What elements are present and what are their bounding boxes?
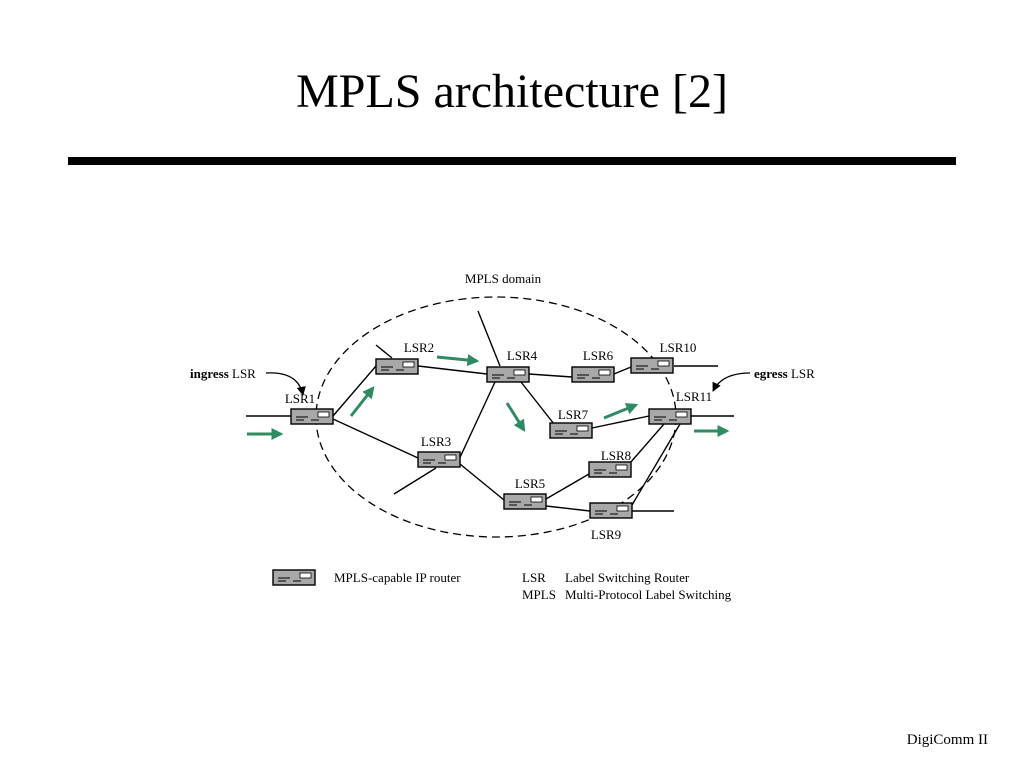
legend-abbr-mpls: MPLS — [522, 587, 556, 602]
router-lsr1-icon — [290, 408, 334, 425]
router-lsr7-icon — [549, 422, 593, 439]
legend-meaning-mpls: Multi-Protocol Label Switching — [565, 587, 732, 602]
footer-label: DigiComm II — [906, 732, 988, 748]
egress-label-rest: LSR — [791, 366, 815, 381]
label-lsr9: LSR9 — [591, 527, 621, 542]
router-lsr6-icon — [571, 366, 615, 383]
legend-abbr-lsr: LSR — [522, 570, 546, 585]
label-lsr6: LSR6 — [583, 348, 614, 363]
link-lsr4-lsr6 — [528, 373, 573, 378]
label-lsr4: LSR4 — [507, 348, 538, 363]
ingress-label-rest: LSR — [232, 366, 256, 381]
label-lsr3: LSR3 — [421, 434, 451, 449]
flow-arrow-lsr4-lsr7-icon — [505, 402, 526, 433]
flow-arrow-lsr7-lsr11-icon — [603, 403, 639, 420]
label-lsr8: LSR8 — [601, 448, 631, 463]
link-lsr1-lsr3 — [332, 418, 419, 459]
link-lsr6-lsr10 — [613, 366, 632, 375]
legend-meaning-lsr: Label Switching Router — [565, 570, 690, 585]
link-lsr4-lsr7 — [520, 381, 555, 425]
link-lsr2-lsr4 — [417, 365, 488, 375]
label-lsr11: LSR11 — [676, 389, 712, 404]
label-lsr7: LSR7 — [558, 407, 589, 422]
slide-title: MPLS architecture [2] — [296, 65, 728, 118]
egress-pointer-arrow — [712, 372, 751, 392]
links — [246, 310, 734, 512]
router-lsr8-icon — [588, 461, 632, 478]
link-lsr3-lsr5 — [459, 463, 505, 501]
router-lsr4-icon — [486, 366, 530, 383]
flow-arrow-lsr1-lsr2-icon — [349, 386, 375, 417]
router-lsr9-icon — [589, 502, 633, 519]
flow-arrow-lsr2-lsr4-icon — [436, 354, 480, 367]
ingress-pointer-arrow — [265, 372, 306, 396]
link-lsr5-lsr8 — [545, 473, 590, 500]
link-lsr11-lsr9 — [631, 423, 681, 506]
router-lsr2-icon — [375, 358, 419, 375]
link-lsr4-lsr3 — [455, 381, 496, 467]
label-lsr10: LSR10 — [660, 340, 697, 355]
link-lsr3-external — [393, 467, 437, 495]
mpls-domain-label: MPLS domain — [465, 271, 542, 286]
label-lsr5: LSR5 — [515, 476, 545, 491]
link-lsr7-lsr11 — [591, 415, 650, 429]
egress-label: egress LSR — [754, 366, 815, 381]
link-lsr1-lsr2 — [332, 365, 377, 417]
link-lsr2-external — [375, 344, 393, 359]
label-lsr1: LSR1 — [285, 391, 315, 406]
mpls-domain-boundary — [315, 296, 677, 538]
legend-router-icon — [272, 569, 316, 586]
router-lsr10-icon — [630, 357, 674, 374]
router-lsr3-icon — [417, 451, 461, 468]
router-lsr11-icon — [648, 408, 692, 425]
router-lsr5-icon — [503, 493, 547, 510]
traffic-flow-arrows — [247, 354, 730, 440]
egress-label-bold: egress — [754, 366, 788, 381]
label-lsr2: LSR2 — [404, 340, 434, 355]
ingress-label: ingress LSR — [190, 366, 256, 381]
link-lsr5-lsr9 — [545, 505, 591, 512]
link-lsr4-external — [477, 310, 501, 367]
ingress-label-bold: ingress — [190, 366, 229, 381]
legend-router-label: MPLS-capable IP router — [334, 570, 461, 585]
link-lsr11-lsr8 — [629, 423, 665, 464]
title-rule — [68, 157, 956, 165]
